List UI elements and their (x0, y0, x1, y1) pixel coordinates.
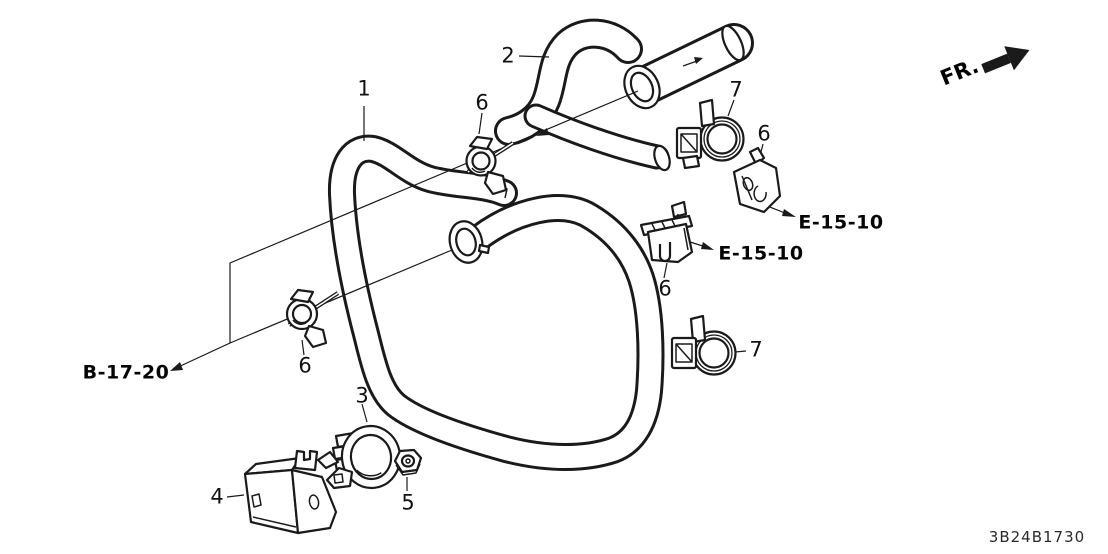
callout-4[interactable]: 4 (210, 484, 224, 509)
callout-6-top[interactable]: 6 (475, 90, 489, 115)
flow-arrow-icon (682, 57, 703, 67)
callout-5[interactable]: 5 (401, 490, 415, 515)
callout-3[interactable]: 3 (355, 383, 369, 408)
hose-clamp-6-left (285, 288, 340, 349)
callout-2[interactable]: 2 (501, 43, 515, 68)
ref-label-e1510-top[interactable]: E-15-10 (798, 211, 884, 234)
spring-clamp-6-middle (639, 200, 694, 264)
callout-7-top[interactable]: 7 (729, 77, 743, 102)
callout-6-middle[interactable]: 6 (658, 276, 672, 301)
hose-clamp-6-top (465, 135, 515, 196)
leader-2 (518, 55, 550, 58)
bracket-4 (243, 449, 338, 535)
callout-7-bottom[interactable]: 7 (749, 337, 763, 362)
ref-label-b1720[interactable]: B-17-20 (82, 361, 170, 384)
joint-clamp-3 (316, 424, 402, 490)
callout-6-left[interactable]: 6 (298, 353, 312, 378)
water-hose-2 (494, 18, 754, 172)
diagram-code: 3B24B1730 (988, 528, 1086, 546)
callout-6-right[interactable]: 6 (757, 121, 771, 146)
leader-7-bottom (734, 350, 747, 353)
spring-clamp-6-right (732, 146, 782, 214)
leader-6-left (301, 339, 305, 356)
leader-6-middle (663, 262, 668, 279)
band-clamp-7-top (675, 98, 745, 170)
water-hose-1 (327, 134, 665, 471)
hose-2-opening (623, 64, 661, 110)
hose-2-branch (523, 103, 671, 172)
nut-5 (393, 448, 423, 476)
hose-1-pipe-opening (448, 220, 484, 264)
leader-lines (170, 55, 796, 498)
leader-6-top (478, 112, 483, 135)
band-clamp-7-bottom (670, 314, 737, 376)
leader-7-top (727, 99, 735, 117)
leader-3 (361, 403, 368, 423)
ref-label-e1510-bottom[interactable]: E-15-10 (718, 242, 804, 265)
leader-4 (226, 494, 245, 498)
fr-direction-arrow (981, 46, 1030, 74)
leader-b1720 (170, 90, 639, 371)
callout-1[interactable]: 1 (357, 76, 371, 101)
